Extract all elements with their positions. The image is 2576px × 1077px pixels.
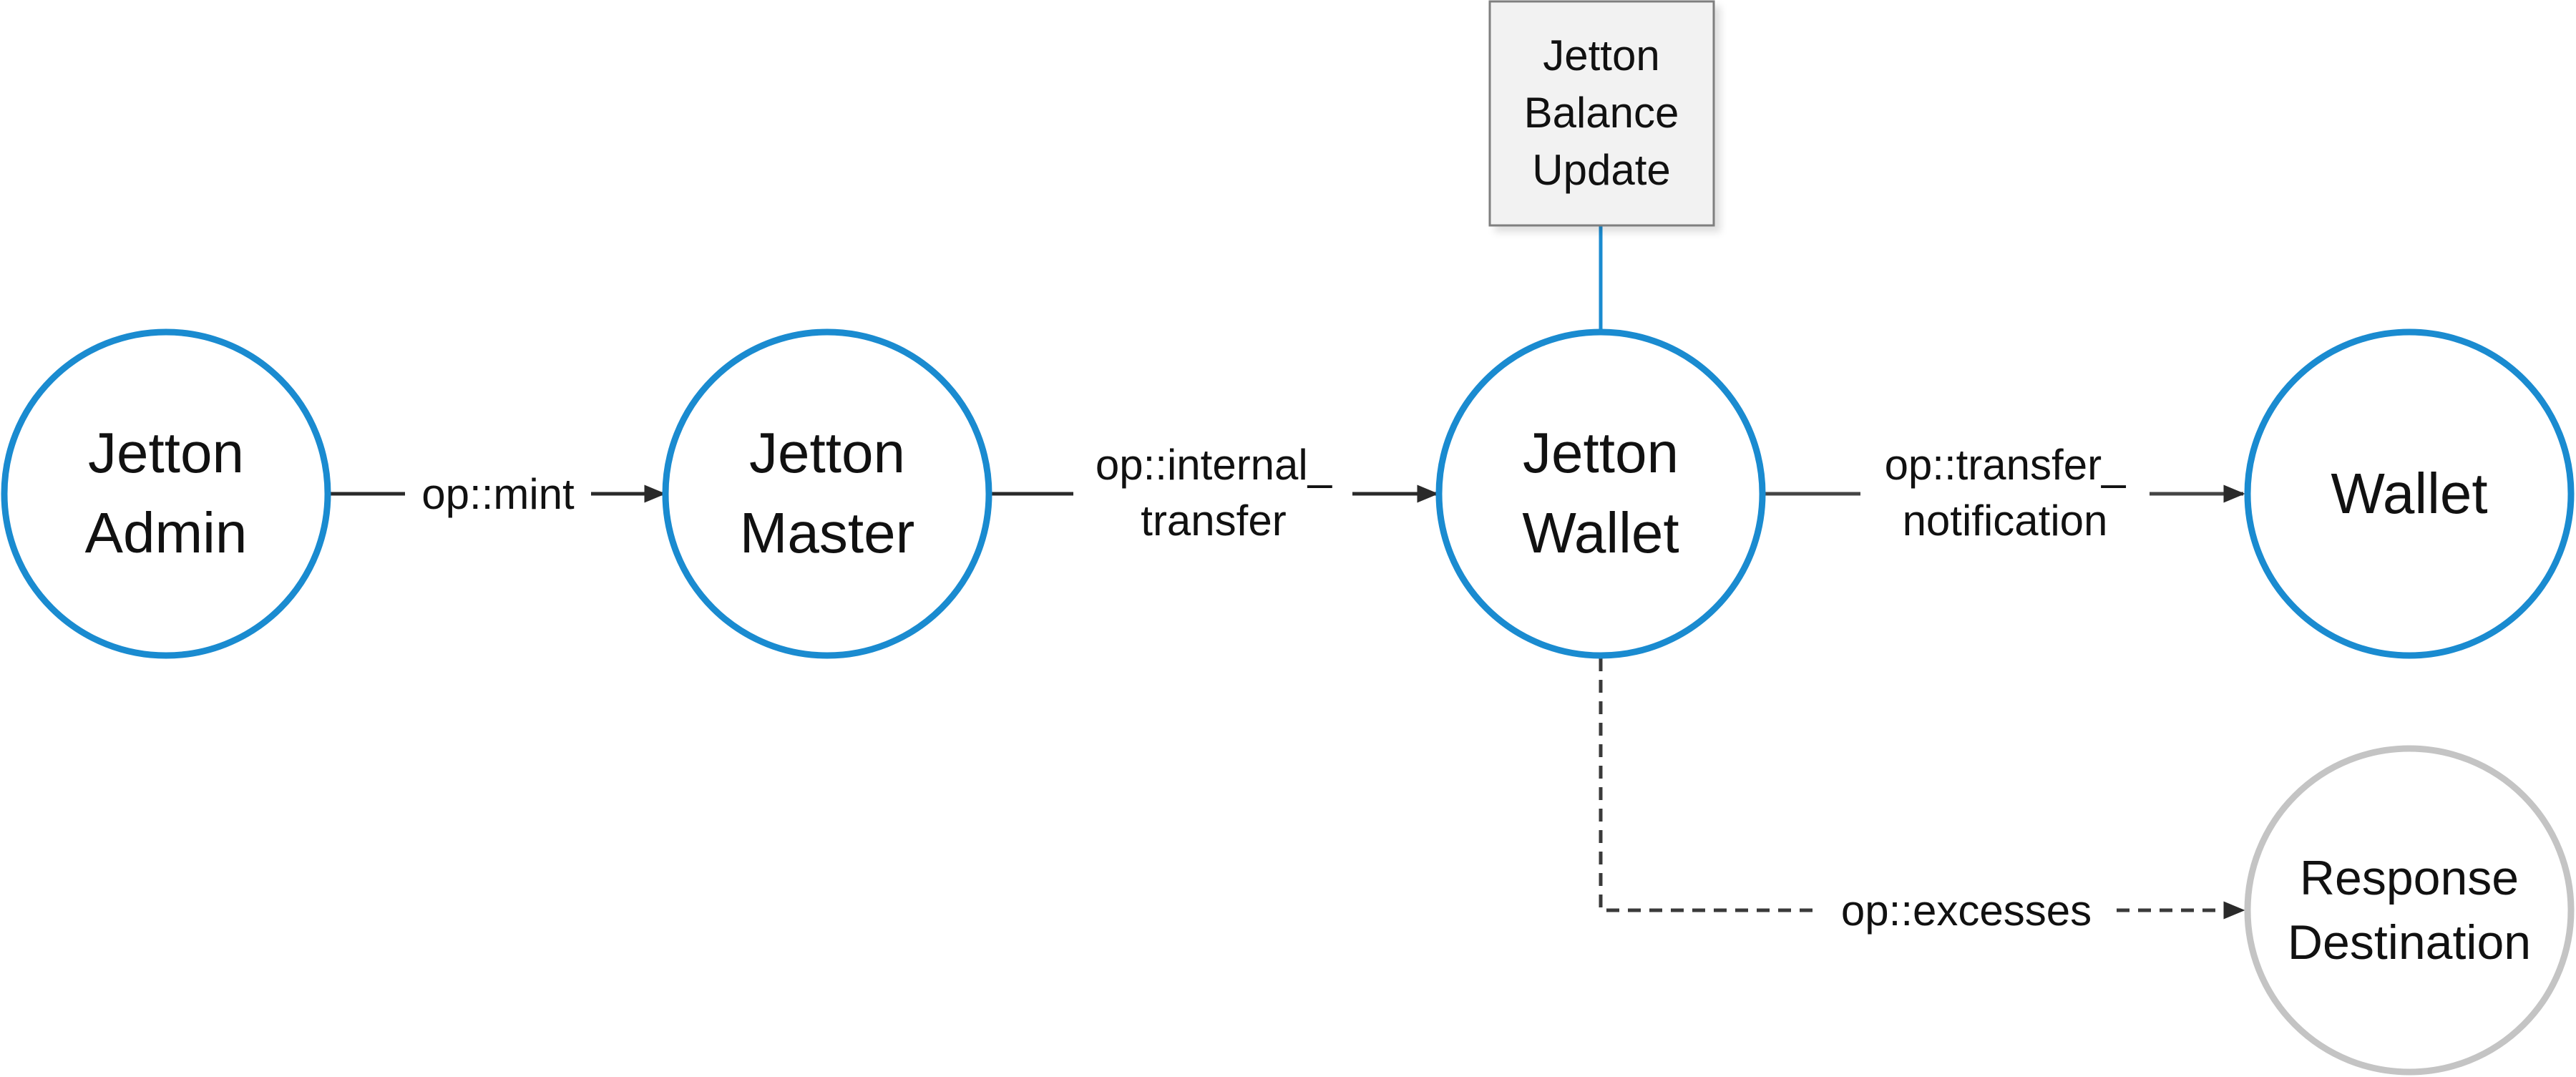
node-response-destination-line1: Response xyxy=(2300,851,2519,905)
edge-label-transfer-notification-1: op::transfer_ xyxy=(1885,441,2127,489)
node-jetton-wallet-line2: Wallet xyxy=(1522,501,1679,565)
edge-label-internal-transfer-1: op::internal_ xyxy=(1096,441,1333,489)
balance-box-line1: Jetton xyxy=(1543,31,1659,79)
edge-label-mint: op::mint xyxy=(421,470,575,518)
node-jetton-admin: Jetton Admin xyxy=(1,328,331,659)
jetton-balance-update-box: Jetton Balance Update xyxy=(1488,0,1715,227)
node-jetton-admin-line1: Jetton xyxy=(88,421,244,484)
node-wallet-line1: Wallet xyxy=(2331,462,2487,525)
edge-label-excesses: op::excesses xyxy=(1841,887,2092,935)
balance-box-line3: Update xyxy=(1532,146,1670,194)
node-jetton-wallet: Jetton Wallet xyxy=(1435,328,1766,659)
node-response-destination: Response Destination xyxy=(2244,745,2575,1076)
node-wallet: Wallet xyxy=(2244,328,2575,659)
node-jetton-master-line1: Jetton xyxy=(749,421,905,484)
edge-mint: op::mint xyxy=(331,470,666,518)
balance-box-line2: Balance xyxy=(1524,89,1679,137)
node-jetton-admin-line2: Admin xyxy=(85,501,248,565)
edge-label-internal-transfer-2: transfer xyxy=(1141,497,1286,545)
node-jetton-master-line2: Master xyxy=(740,501,915,565)
node-jetton-master: Jetton Master xyxy=(662,328,992,659)
node-response-destination-line2: Destination xyxy=(2288,915,2531,970)
edge-excesses: op::excesses xyxy=(1599,658,2245,935)
edge-internal-transfer: op::internal_ transfer xyxy=(992,441,1439,545)
edge-transfer-notification: op::transfer_ notification xyxy=(1765,441,2245,545)
node-jetton-wallet-line1: Jetton xyxy=(1523,421,1679,484)
edge-label-transfer-notification-2: notification xyxy=(1903,497,2108,545)
